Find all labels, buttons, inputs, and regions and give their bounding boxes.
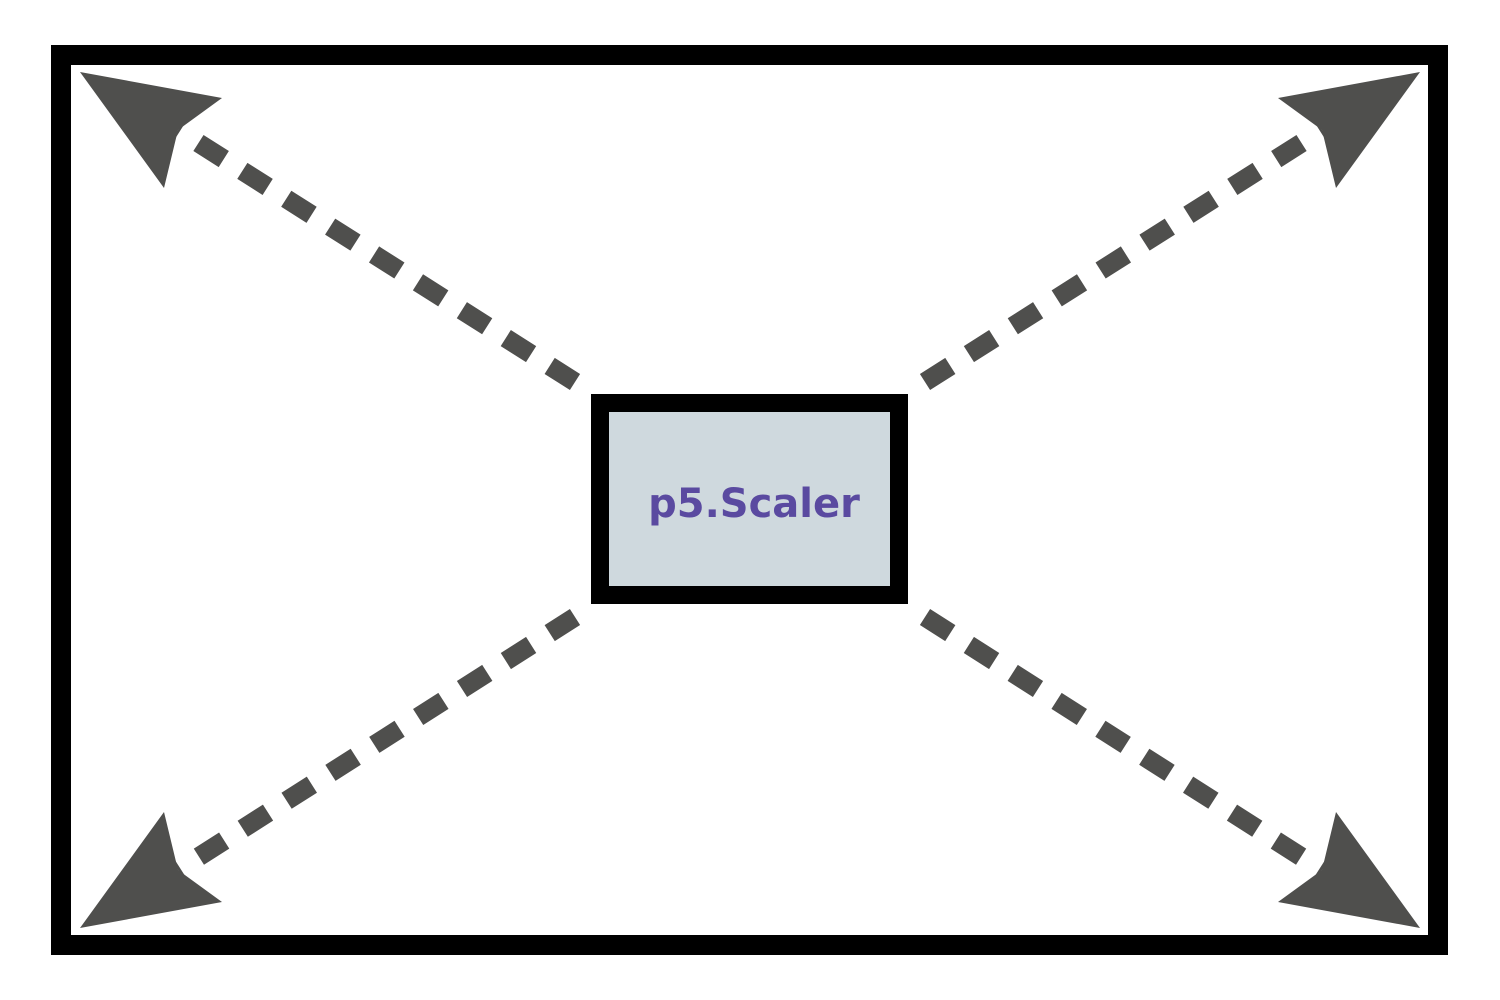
scale-arrows — [80, 72, 1420, 928]
arrow-bottom-left-arrowhead-icon — [80, 812, 222, 928]
outer-frame — [51, 45, 1448, 955]
arrow-bottom-right-arrowhead-icon — [1278, 812, 1420, 928]
center-label: p5.Scaler — [648, 481, 860, 527]
arrow-top-right-arrowhead-icon — [1278, 72, 1420, 188]
arrow-top-left-arrowhead-icon — [80, 72, 222, 188]
center-box — [591, 394, 908, 604]
arrow-bottom-right-shaft — [919, 608, 1328, 879]
arrow-top-left-shaft — [172, 121, 581, 391]
arrow-top-right-shaft — [919, 121, 1328, 391]
arrow-bottom-left-shaft — [172, 608, 581, 879]
